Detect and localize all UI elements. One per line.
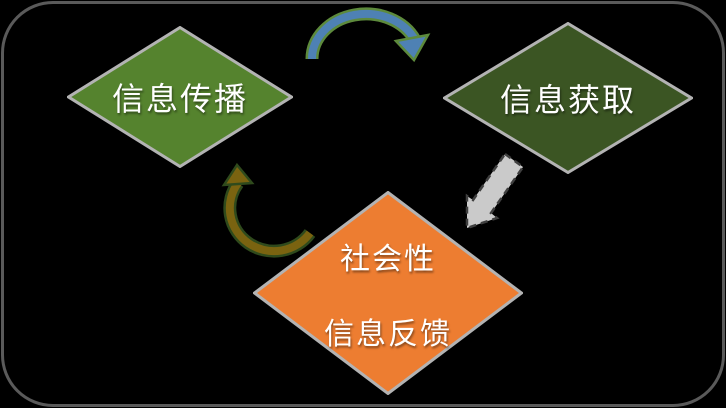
node-label-line1: 社会性 [340, 242, 436, 276]
diamond-shape [67, 26, 293, 168]
curved-arrow-right-icon [305, 7, 431, 63]
node-information-acquisition: 信息获取 [443, 22, 693, 174]
node-label-line2: 信息反馈 [324, 317, 452, 351]
straight-arrow-down-left-icon [465, 152, 525, 230]
node-information-dissemination: 信息传播 [67, 26, 293, 168]
diamond-shape [443, 22, 693, 174]
diamond-shape [253, 191, 523, 395]
node-label: 信息获取 [499, 82, 636, 118]
node-social-information-feedback: 社会性 信息反馈 [253, 191, 523, 395]
node-label: 信息传播 [111, 81, 248, 117]
curved-arrow-up-icon [221, 162, 316, 258]
